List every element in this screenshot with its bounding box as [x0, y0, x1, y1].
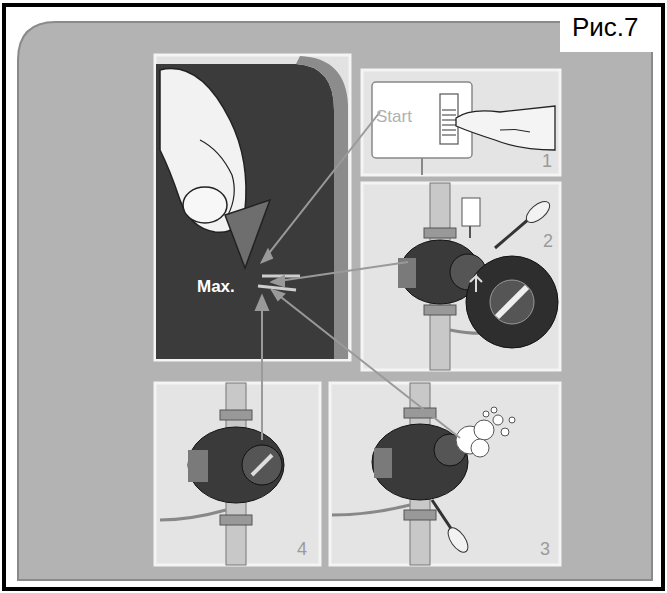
switch-label: Start — [376, 108, 412, 125]
panel-air-release — [330, 383, 560, 565]
panel-pump — [155, 383, 320, 565]
callout-number: 3 — [540, 540, 550, 558]
callout-number: 4 — [297, 540, 307, 558]
panel-vent-screw — [362, 183, 560, 370]
callout-number: 1 — [542, 152, 552, 170]
figure-number: Рис.7 — [572, 14, 639, 40]
dial-label: Max. — [197, 278, 235, 295]
callout-number: 2 — [543, 232, 553, 250]
leader-lines — [256, 112, 460, 440]
zoom-panel — [155, 55, 350, 360]
panel-switch — [362, 70, 560, 175]
frame — [4, 5, 663, 589]
background-panel — [18, 22, 652, 580]
figure-tab — [560, 8, 660, 52]
